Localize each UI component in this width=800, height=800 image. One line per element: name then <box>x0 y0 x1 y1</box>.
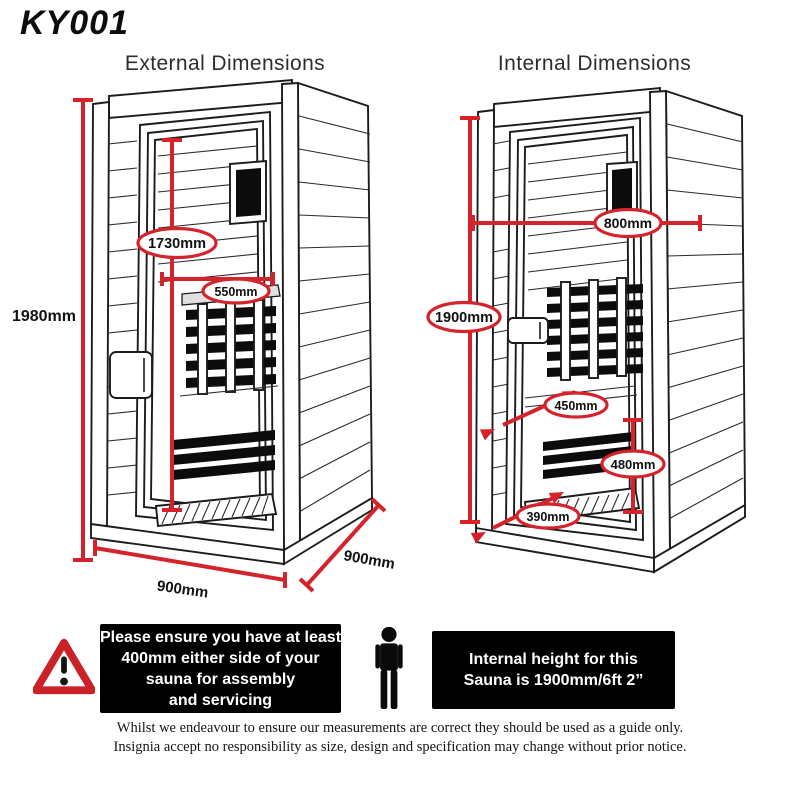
dim-internal-height: 1900mm <box>435 310 493 326</box>
warning-icon <box>33 638 95 695</box>
disclaimer: Whilst we endeavour to ensure our measur… <box>0 719 800 757</box>
sauna-frame <box>475 86 746 574</box>
dim-internal-width: 800mm <box>604 215 652 231</box>
disclaimer-line-2: Insignia accept no responsibility as siz… <box>113 739 687 755</box>
clearance-line-2: 400mm either side of your <box>121 649 320 667</box>
external-dimension-lines <box>73 98 387 593</box>
upper-heater-panel <box>179 299 279 397</box>
bench-depth-bubble <box>543 391 609 419</box>
dim-heater-height: 480mm <box>611 457 656 472</box>
clearance-notice: Please ensure you have at least 400mm ei… <box>100 624 341 713</box>
door-handle <box>507 317 549 344</box>
height-notice-line-2: Sauna is 1900mm/6ft 2” <box>463 672 644 689</box>
internal-height-bubble <box>426 300 502 334</box>
external-dimensions-title: External Dimensions <box>124 52 326 75</box>
door-width-bubble <box>201 277 271 305</box>
external-sauna-figure: 1980mm 1730mm 550mm 900mm 900mm <box>12 78 396 602</box>
dim-floor-depth: 390mm <box>526 510 569 524</box>
front-wall-slats <box>107 140 138 496</box>
dim-door-height: 1730mm <box>148 236 206 252</box>
lower-heater-panel <box>173 430 275 480</box>
sauna-frame <box>90 78 373 566</box>
upper-heater-panel <box>547 277 643 381</box>
control-panel <box>229 159 267 226</box>
dim-overall-height: 1980mm <box>12 308 76 325</box>
model-code: KY001 <box>20 4 129 42</box>
sauna-side-panel <box>297 81 373 550</box>
internal-dimensions-title: Internal Dimensions <box>497 52 692 75</box>
heater-height-bubble <box>600 449 666 479</box>
disclaimer-line-1: Whilst we endeavour to ensure our measur… <box>116 720 684 736</box>
internal-width-bubble <box>593 207 663 239</box>
clearance-line-3: sauna for assembly <box>145 670 296 688</box>
dim-base-depth: 900mm <box>342 547 396 573</box>
sauna-side-panel <box>665 89 746 558</box>
control-panel <box>606 160 638 224</box>
sauna-interior <box>154 145 281 528</box>
dim-base-width: 900mm <box>156 578 210 602</box>
dim-door-width: 550mm <box>214 285 257 299</box>
floor-depth-bubble <box>515 502 581 530</box>
internal-height-notice: Internal height for this Sauna is 1900mm… <box>432 631 675 709</box>
clearance-line-1: Please ensure you have at least <box>100 628 342 646</box>
clearance-line-4: and servicing <box>168 691 273 709</box>
height-notice-line-1: Internal height for this <box>469 651 638 668</box>
door-height-bubble <box>136 226 218 260</box>
internal-sauna-figure: 1900mm 800mm 450mm 480mm 390mm <box>426 86 746 574</box>
person-icon <box>375 626 403 709</box>
dim-bench-depth: 450mm <box>554 399 597 413</box>
door-handle <box>109 351 153 399</box>
floor-board <box>154 492 278 528</box>
